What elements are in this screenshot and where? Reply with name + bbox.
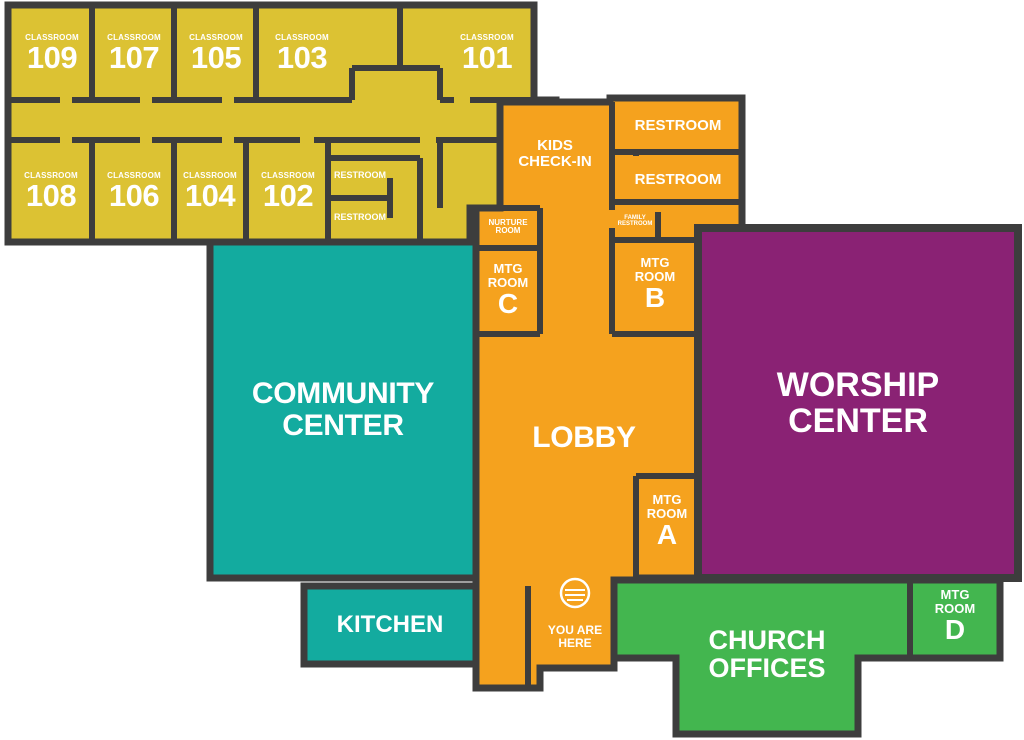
classroom-108-number: 108 <box>25 178 77 214</box>
classroom-107[interactable]: CLASSROOM 107 <box>96 33 172 76</box>
classroom-101-prefix: CLASSROOM <box>460 33 514 42</box>
worship-center[interactable]: WORSHIP CENTER <box>702 366 1014 440</box>
kitchen[interactable]: KITCHEN <box>336 611 444 638</box>
nurture-room-line1: NURTURE <box>488 218 528 227</box>
meeting-room-d-letter: D <box>944 614 966 646</box>
restroom-west-upper[interactable]: RESTROOM <box>333 170 386 180</box>
meeting-room-a[interactable]: MTG ROOM A <box>638 493 696 550</box>
worship-center-line1: WORSHIP <box>776 366 940 404</box>
meeting-room-c-prefix2: ROOM <box>487 274 529 290</box>
classroom-104-number: 104 <box>184 178 236 214</box>
church-offices[interactable]: CHURCH OFFICES <box>680 626 854 683</box>
restroom-east-lower[interactable]: RESTROOM <box>634 171 722 188</box>
community-center[interactable]: COMMUNITY CENTER <box>214 378 472 441</box>
classroom-108-prefix: CLASSROOM <box>24 171 78 180</box>
classroom-106-prefix: CLASSROOM <box>107 171 161 180</box>
classroom-107-number: 107 <box>108 40 160 76</box>
family-restroom-line2: RESTROOM <box>617 221 653 228</box>
classroom-105[interactable]: CLASSROOM 105 <box>178 33 254 76</box>
classroom-103-number: 103 <box>276 40 328 76</box>
kids-check-in[interactable]: KIDS CHECK-IN <box>500 138 610 170</box>
meeting-room-c-prefix1: MTG <box>493 261 523 276</box>
classroom-108[interactable]: CLASSROOM 108 <box>12 171 90 214</box>
classroom-109[interactable]: CLASSROOM 109 <box>14 33 90 76</box>
you-are-here-line1: YOU ARE <box>547 623 603 637</box>
family-restroom[interactable]: FAMILY RESTROOM <box>614 215 656 228</box>
worship-center-line2: CENTER <box>788 401 928 440</box>
classroom-103[interactable]: CLASSROOM 103 <box>262 33 342 76</box>
meeting-room-c[interactable]: MTG ROOM C <box>478 262 538 319</box>
lobby-walls <box>476 102 742 688</box>
classroom-109-prefix: CLASSROOM <box>25 33 79 42</box>
lobby[interactable]: LOBBY <box>532 421 636 454</box>
community-center-region <box>206 238 480 668</box>
kids-check-in-line2: CHECK-IN <box>518 152 592 170</box>
nurture-room-line2: ROOM <box>495 226 521 236</box>
classroom-102[interactable]: CLASSROOM 102 <box>250 171 326 214</box>
classroom-103-prefix: CLASSROOM <box>275 33 329 42</box>
meeting-room-a-letter: A <box>656 519 678 551</box>
classroom-101[interactable]: CLASSROOM 101 <box>446 33 528 76</box>
you-are-here-line2: HERE <box>558 635 592 650</box>
meeting-room-b[interactable]: MTG ROOM B <box>616 256 694 313</box>
meeting-room-b-prefix1: MTG <box>640 255 670 270</box>
classroom-106-number: 106 <box>108 178 160 214</box>
family-restroom-line1: FAMILY <box>624 215 646 221</box>
community-center-line2: CENTER <box>282 408 404 442</box>
location-marker-icon <box>559 577 591 609</box>
classroom-101-number: 101 <box>461 40 513 76</box>
classroom-107-prefix: CLASSROOM <box>107 33 161 42</box>
restroom-east-upper[interactable]: RESTROOM <box>634 117 722 134</box>
classroom-104-prefix: CLASSROOM <box>183 171 237 180</box>
meeting-room-a-prefix1: MTG <box>652 492 682 507</box>
classroom-109-number: 109 <box>26 40 78 76</box>
classroom-104[interactable]: CLASSROOM 104 <box>176 171 244 214</box>
meeting-room-a-prefix2: ROOM <box>646 505 688 521</box>
classroom-105-number: 105 <box>190 40 242 76</box>
meeting-room-c-letter: C <box>497 288 519 320</box>
classroom-105-prefix: CLASSROOM <box>189 33 243 42</box>
community-center-line1: COMMUNITY <box>251 377 435 410</box>
worship-center-region <box>694 224 1022 582</box>
classroom-102-number: 102 <box>262 178 314 214</box>
meeting-room-b-letter: B <box>644 282 666 314</box>
classroom-106[interactable]: CLASSROOM 106 <box>96 171 172 214</box>
classroom-102-prefix: CLASSROOM <box>261 171 315 180</box>
church-offices-line1: CHURCH <box>708 625 826 655</box>
you-are-here: YOU ARE HERE <box>540 624 610 649</box>
church-offices-line2: OFFICES <box>708 653 826 684</box>
church-offices-region <box>610 576 1004 738</box>
meeting-room-d[interactable]: MTG ROOM D <box>914 588 996 645</box>
nurture-room[interactable]: NURTURE ROOM <box>478 218 538 236</box>
meeting-room-d-prefix1: MTG <box>940 587 970 602</box>
meeting-room-b-prefix2: ROOM <box>634 268 676 284</box>
restroom-west-lower[interactable]: RESTROOM <box>333 212 386 222</box>
meeting-room-d-prefix2: ROOM <box>934 600 976 616</box>
kids-check-in-line1: KIDS <box>537 137 573 154</box>
